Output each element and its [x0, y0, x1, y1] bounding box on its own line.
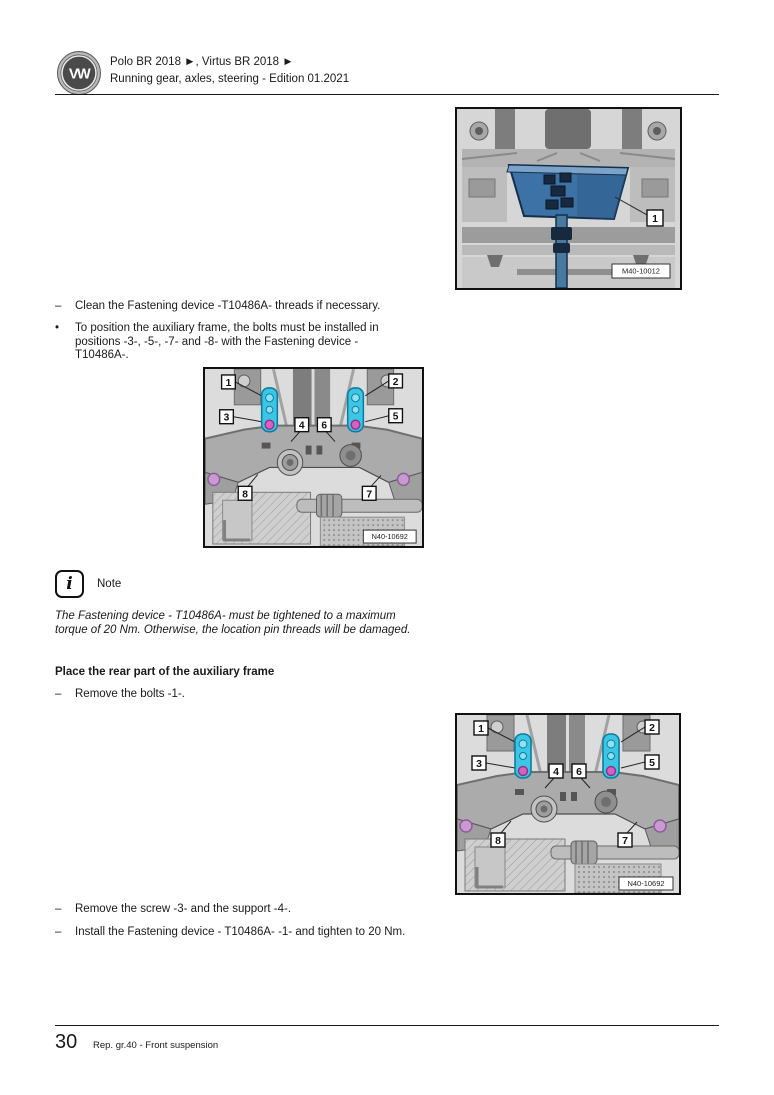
dash-marker: – — [55, 903, 62, 915]
header-titles: Polo BR 2018 ►, Virtus BR 2018 ► Running… — [110, 54, 349, 88]
step-position-text: To position the auxiliary frame, the bol… — [75, 322, 379, 361]
fig3-id-label: N40-10692 — [627, 879, 664, 888]
step-position-frame: • To position the auxiliary frame, the b… — [55, 322, 409, 363]
fig3-callout-1: 1 — [478, 723, 484, 735]
note-info-icon: i — [55, 570, 84, 598]
figure-fastening-device-m40-10012: 1 M40-10012 — [455, 107, 682, 290]
fig2-callout-1: 1 — [226, 378, 232, 389]
footer-page-number: 30 — [55, 1031, 78, 1053]
subheading-place-rear: Place the rear part of the auxiliary fra… — [55, 666, 275, 678]
step-clean-device: – Clean the Fastening device -T10486A- t… — [55, 300, 420, 314]
note-header: i Note — [55, 570, 121, 598]
figure-auxiliary-frame-n40-10692-b: 1 2 3 4 5 6 7 8 N40-10692 — [455, 713, 681, 895]
dash-marker: – — [55, 926, 62, 938]
fig3-callout-2: 2 — [649, 722, 655, 734]
header-title-models: Polo BR 2018 ►, Virtus BR 2018 ► — [110, 56, 294, 68]
bullet-marker: • — [55, 322, 60, 334]
vw-logo-icon: VW — [57, 51, 101, 95]
header-title-edition: Running gear, axles, steering - Edition … — [110, 73, 350, 85]
step-remove-screw-text: Remove the screw -3- and the support -4-… — [75, 903, 292, 915]
fig2-callout-2: 2 — [393, 377, 399, 388]
header-rule — [55, 94, 719, 95]
fig2-callout-5: 5 — [393, 412, 399, 423]
fig3-callout-4: 4 — [553, 766, 559, 778]
footer-chapter-label: Rep. gr.40 - Front suspension — [93, 1040, 219, 1051]
fig2-callout-3: 3 — [224, 413, 230, 424]
fig1-callout-1: 1 — [652, 213, 658, 225]
fig2-callout-6: 6 — [321, 421, 327, 432]
fig3-callout-5: 5 — [649, 757, 655, 769]
footer-rule — [55, 1025, 719, 1026]
dash-marker: – — [55, 300, 62, 312]
fig3-callout-7: 7 — [622, 835, 628, 847]
fig2-callout-7: 7 — [366, 489, 372, 500]
note-label: Note — [97, 578, 122, 590]
vw-logo-letters: VW — [69, 67, 91, 83]
fig3-callout-6: 6 — [576, 766, 582, 778]
figure-auxiliary-frame-n40-10692-a: 1 2 3 4 5 6 7 8 N40-10692 — [203, 367, 424, 548]
step-remove-bolts: – Remove the bolts -1-. — [55, 688, 420, 702]
step-remove-bolts-text: Remove the bolts -1-. — [75, 688, 185, 700]
note-text: The Fastening device - T10486A- must be … — [55, 610, 411, 636]
fig2-id-label: N40-10692 — [372, 532, 408, 541]
step-clean-text: Clean the Fastening device -T10486A- thr… — [75, 300, 381, 312]
step-install-device-text: Install the Fastening device - T10486A- … — [75, 926, 406, 938]
fig3-callout-3: 3 — [476, 758, 482, 770]
fig2-callout-4: 4 — [299, 421, 305, 432]
fig2-callout-8: 8 — [242, 489, 248, 500]
fig1-id-label: M40-10012 — [622, 267, 660, 276]
step-install-device: – Install the Fastening device - T10486A… — [55, 926, 425, 940]
dash-marker: – — [55, 688, 62, 700]
fig3-callout-8: 8 — [495, 835, 501, 847]
step-remove-screw: – Remove the screw -3- and the support -… — [55, 903, 420, 917]
